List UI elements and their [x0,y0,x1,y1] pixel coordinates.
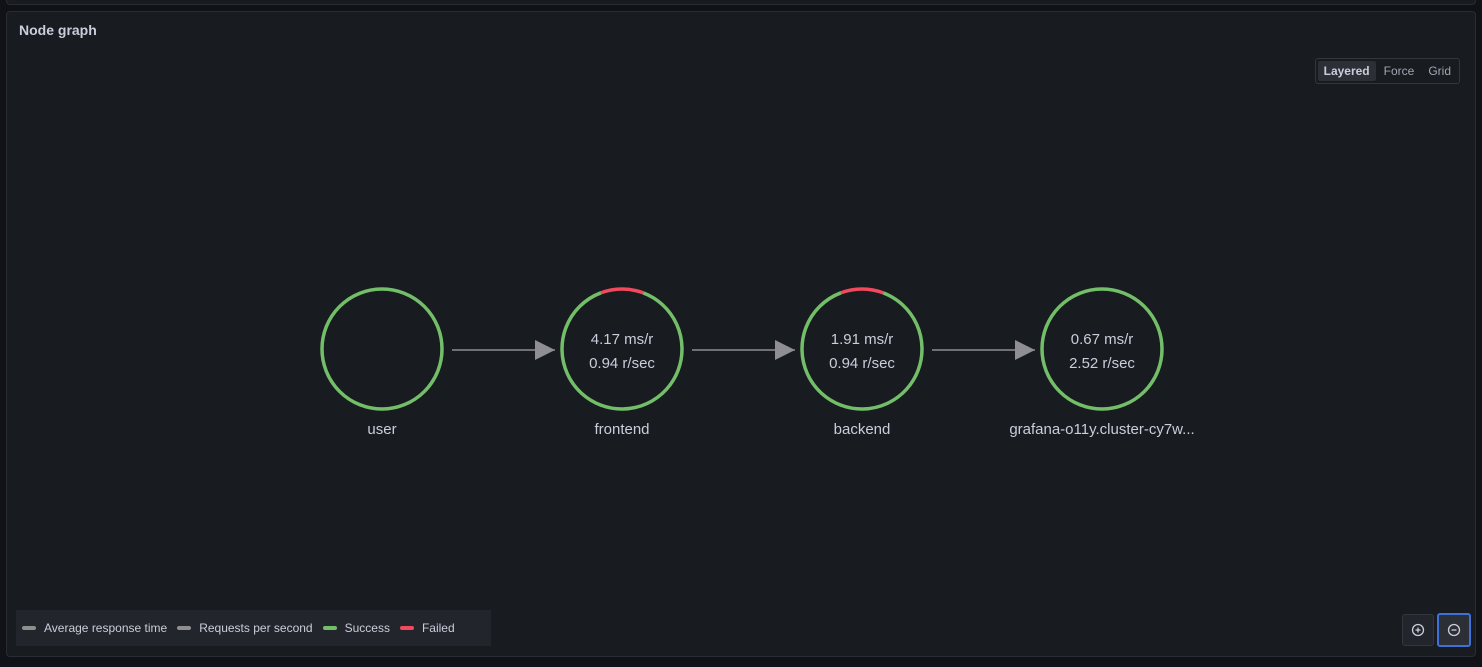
legend-swatch [177,626,192,630]
panel-title: Node graph [19,22,97,38]
zoom-out-icon [1447,623,1461,637]
legend-item-requests-per-second[interactable]: Requests per second [177,621,313,635]
node-frontend-background [562,289,682,409]
node-backend-label: backend [834,421,891,438]
layout-force-button[interactable]: Force [1383,64,1415,78]
node-frontend[interactable]: 4.17 ms/r 0.94 r/sec frontend [545,272,700,438]
node-grafana-stat-1: 0.67 ms/r [1071,331,1134,348]
node-frontend-stat-1: 4.17 ms/r [591,331,654,348]
node-grafana[interactable]: 0.67 ms/r 2.52 r/sec grafana-o11y.cluste… [1009,287,1195,438]
legend-item-failed[interactable]: Failed [399,621,455,635]
legend-item-average-response-time[interactable]: Average response time [22,621,167,635]
node-grafana-success-arc [1040,287,1164,411]
legend-swatch [22,626,36,630]
node-graph-canvas[interactable]: user 4.17 ms/r 0.94 r/sec frontend 1.91 … [7,12,1475,602]
node-user-background [322,289,442,409]
node-grafana-background [1042,289,1162,409]
legend-swatch [399,626,414,630]
legend-label: Requests per second [199,621,313,635]
legend-label: Failed [421,621,455,635]
node-frontend-label: frontend [594,421,649,438]
legend-swatch [322,626,337,630]
zoom-out-button[interactable] [1437,613,1471,647]
layout-grid-button[interactable]: Grid [1428,64,1451,78]
node-frontend-stat-2: 0.94 r/sec [589,355,655,372]
zoom-in-icon [1411,623,1425,637]
node-backend-stat-2: 0.94 r/sec [829,355,895,372]
node-graph-panel: Node graph Layered Force Grid user [6,11,1476,657]
node-grafana-label: grafana-o11y.cluster-cy7w... [1009,421,1194,438]
previous-panel-edge [6,0,1476,5]
node-user-label: user [367,421,396,438]
layout-mode-toggle: Layered Force Grid [1314,58,1460,84]
legend-label: Success [344,621,390,635]
node-backend-background [802,289,922,409]
zoom-in-button[interactable] [1402,614,1434,646]
node-user[interactable]: user [320,287,444,438]
node-grafana-stat-2: 2.52 r/sec [1069,355,1135,372]
node-backend[interactable]: 1.91 ms/r 0.94 r/sec backend [785,272,940,438]
node-user-success-arc [320,287,444,411]
node-backend-stat-1: 1.91 ms/r [831,331,894,348]
layout-layered-button[interactable]: Layered [1317,61,1376,81]
legend: Average response time Requests per secon… [16,610,491,646]
legend-item-success[interactable]: Success [322,621,390,635]
legend-label: Average response time [44,621,168,635]
